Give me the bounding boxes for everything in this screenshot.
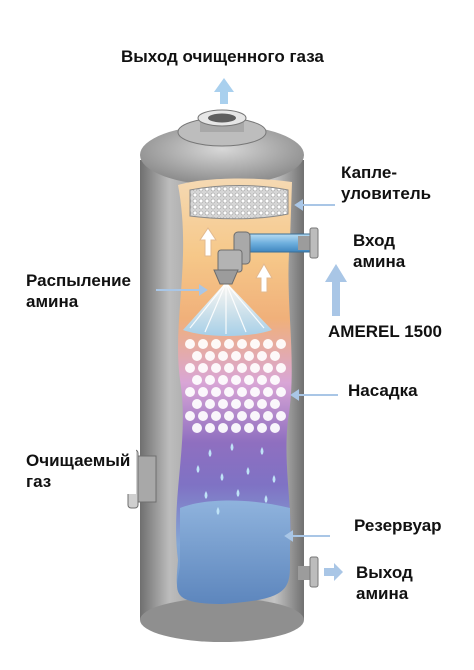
packing-ring [218, 423, 228, 433]
packing-ring [257, 399, 267, 409]
packing-ring [250, 387, 260, 397]
packing-ring [237, 339, 247, 349]
amine-feed-arrow [325, 264, 347, 316]
packing-ring [237, 411, 247, 421]
amine-drop [208, 449, 212, 457]
amine-outlet-label: Выход амина [350, 560, 419, 606]
amine-out-arrow [324, 563, 343, 581]
packing-ring [211, 339, 221, 349]
packing-ring [270, 375, 280, 385]
packing-ring [231, 351, 241, 361]
amine-outlet-nozzle [298, 556, 319, 588]
packing-ring [244, 375, 254, 385]
packing-ring [244, 423, 254, 433]
packing-ring [257, 351, 267, 361]
packing-ring [257, 423, 267, 433]
amine-spray-label: Распыление амина [20, 268, 138, 314]
packing-ring [198, 363, 208, 373]
amine-drop [230, 443, 234, 451]
packing-ring [263, 339, 273, 349]
falling-amine-drops [196, 443, 276, 515]
packing-ring [250, 339, 260, 349]
packing-ring [198, 387, 208, 397]
amine-inlet-label: Вход амина [347, 228, 412, 274]
packing-ring [224, 411, 234, 421]
packing-ring [257, 375, 267, 385]
packing-ring [185, 339, 195, 349]
packing-ring [270, 423, 280, 433]
amine-distribution-pipe [213, 231, 313, 285]
packing-ring [244, 399, 254, 409]
mist-eliminator-mesh [189, 185, 289, 220]
packing-ring [237, 363, 247, 373]
packing-ring [192, 423, 202, 433]
reservoir-label: Резервуар [348, 513, 448, 538]
packing-rings [185, 339, 286, 433]
packing-ring [205, 351, 215, 361]
packing-ring [276, 411, 286, 421]
packing-ring [218, 375, 228, 385]
packing-ring [185, 387, 195, 397]
packing-ring [192, 399, 202, 409]
packing-ring [250, 363, 260, 373]
packing-ring [237, 387, 247, 397]
amine-drop [272, 475, 276, 483]
packing-ring [218, 399, 228, 409]
packing-ring [270, 351, 280, 361]
amine-drop [260, 447, 264, 455]
packing-ring [185, 363, 195, 373]
packing-ring [263, 387, 273, 397]
product-label: AMEREL 1500 [322, 319, 449, 344]
spray-jets [189, 282, 265, 334]
amine-spray-cone [183, 282, 272, 336]
packing-ring [276, 363, 286, 373]
reservoir-liquid [177, 500, 290, 604]
packing-ring [263, 363, 273, 373]
packing-ring [276, 339, 286, 349]
packing-ring [263, 411, 273, 421]
packing-ring [211, 411, 221, 421]
mist-eliminator-label: Капле- уловитель [335, 160, 438, 206]
amine-drop [216, 507, 220, 515]
packing-ring [218, 351, 228, 361]
amine-drop [204, 491, 208, 499]
gas-outlet-label: Выход очищенного газа [115, 44, 330, 69]
packing-ring [198, 411, 208, 421]
packing-ring [192, 375, 202, 385]
gas-inlet-label: Очищаемый газ [20, 448, 137, 494]
packing-ring [185, 411, 195, 421]
packing-ring [211, 363, 221, 373]
packing-ring [205, 423, 215, 433]
amine-drop [196, 465, 200, 473]
packing-ring [205, 399, 215, 409]
packing-ring [224, 387, 234, 397]
amine-drop [246, 467, 250, 475]
packing-ring [224, 363, 234, 373]
packing-ring [192, 351, 202, 361]
packing-ring [231, 399, 241, 409]
amine-drop [236, 489, 240, 497]
gas-flow-up-arrows [199, 227, 273, 293]
packing-ring [276, 387, 286, 397]
flow-arrows [106, 78, 347, 581]
packing-ring [224, 339, 234, 349]
packing-ring [270, 399, 280, 409]
packing-ring [250, 411, 260, 421]
packing-ring [231, 423, 241, 433]
amine-inlet-flange [298, 227, 319, 259]
amine-drop [264, 495, 268, 503]
packing-ring [205, 375, 215, 385]
top-gas-outlet-nozzle [177, 109, 267, 147]
packing-ring [211, 387, 221, 397]
packing-ring [198, 339, 208, 349]
amine-drop [220, 473, 224, 481]
packing-label: Насадка [342, 378, 424, 403]
gas-out-arrow [214, 78, 234, 104]
packing-ring [244, 351, 254, 361]
packing-ring [231, 375, 241, 385]
